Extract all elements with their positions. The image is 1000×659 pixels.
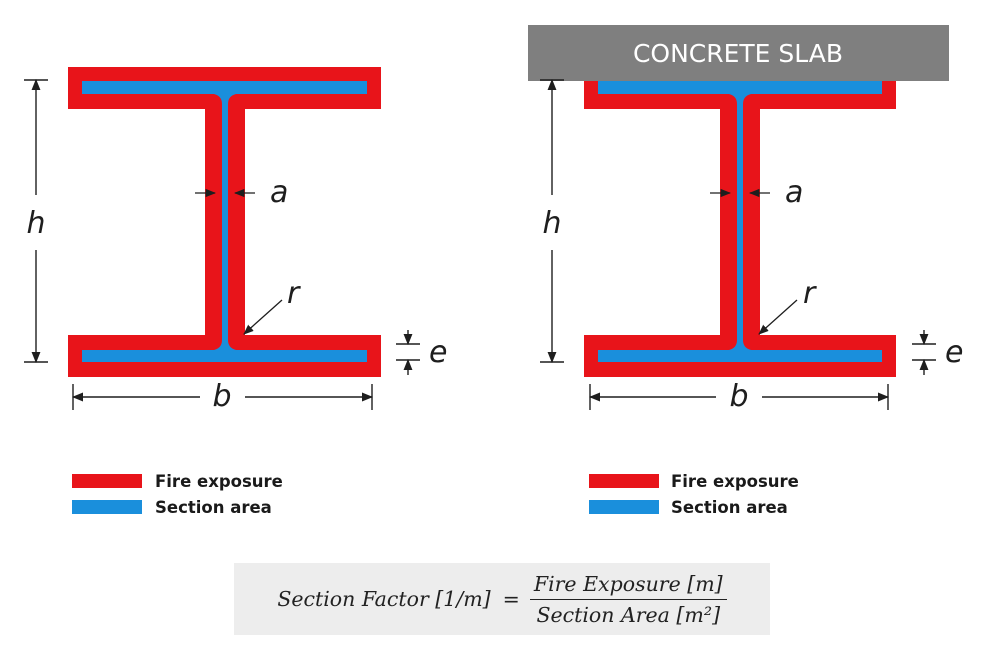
right-web-thickness-label: a (785, 175, 803, 210)
left-height-label: h (26, 206, 45, 241)
right-web-thickness-dimension: a (710, 175, 803, 210)
right-legend-fire-label: Fire exposure (671, 472, 799, 491)
left-legend-fire-label: Fire exposure (155, 472, 283, 491)
right-root-radius-label: r (803, 276, 817, 311)
right-flange-thickness-dimension: e (912, 330, 963, 375)
left-web-thickness-dimension: a (195, 175, 288, 210)
left-legend-section-swatch (72, 500, 142, 514)
left-ibeam-diagram: h b a r e (24, 67, 447, 517)
left-legend: Fire exposure Section area (72, 472, 283, 517)
right-legend-fire-swatch (589, 474, 659, 488)
formula-equals: = (502, 587, 520, 611)
left-width-dimension: b (71, 379, 374, 414)
concrete-slab-label: CONCRETE SLAB (633, 39, 843, 68)
left-height-dimension: h (24, 78, 48, 364)
right-width-label: b (729, 379, 748, 414)
section-factor-formula: Section Factor [1/m] = Fire Exposure [m]… (234, 563, 770, 635)
left-legend-fire-swatch (72, 474, 142, 488)
left-ibeam-section-area (82, 81, 367, 362)
left-width-label: b (212, 379, 231, 414)
left-web-thickness-label: a (270, 175, 288, 210)
right-legend-section-label: Section area (671, 498, 788, 517)
right-height-dimension: h (540, 78, 564, 364)
left-flange-thickness-label: e (429, 335, 447, 370)
right-width-dimension: b (588, 379, 890, 414)
formula-numerator: Fire Exposure [m] (529, 572, 727, 600)
formula-lhs: Section Factor [1/m] (277, 587, 491, 611)
right-height-label: h (542, 206, 561, 241)
right-legend-section-swatch (589, 500, 659, 514)
right-root-radius-leader: r (758, 276, 817, 335)
formula-denominator: Section Area [m²] (536, 602, 721, 627)
concrete-slab: CONCRETE SLAB (528, 25, 949, 81)
right-ibeam-diagram: CONCRETE SLAB h b a (528, 25, 963, 517)
left-root-radius-label: r (287, 276, 301, 311)
formula-box: Section Factor [1/m] = Fire Exposure [m]… (234, 563, 770, 635)
right-legend: Fire exposure Section area (589, 472, 799, 517)
left-flange-thickness-dimension: e (396, 330, 447, 375)
formula-fraction: Fire Exposure [m] Section Area [m²] (529, 572, 727, 627)
left-root-radius-leader: r (243, 276, 301, 335)
left-legend-section-label: Section area (155, 498, 272, 517)
right-ibeam-section-area (598, 81, 882, 362)
right-flange-thickness-label: e (945, 335, 963, 370)
